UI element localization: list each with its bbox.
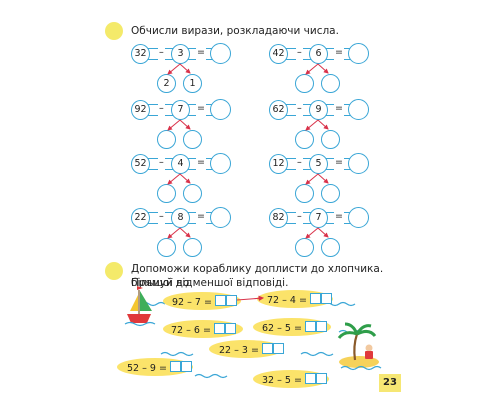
split-circle[interactable]	[321, 184, 340, 203]
task2-instruction-line2: більшої до меншої відповіді.	[131, 277, 289, 289]
answer-box[interactable]	[304, 321, 316, 332]
expression-row3-right: 12 – 5 =	[269, 153, 369, 174]
answer-box[interactable]	[315, 321, 327, 332]
answer-box[interactable]	[225, 295, 237, 306]
exercise: 72 – 4 =	[267, 293, 332, 307]
answer-box[interactable]	[272, 343, 284, 354]
task2-instruction-line1: Допоможи кораблику доплисти до хлопчика.…	[131, 263, 384, 289]
answer-box[interactable]	[304, 373, 316, 384]
split-circle[interactable]	[295, 74, 314, 93]
exercise: 62 – 5 =	[262, 321, 327, 335]
answer-box[interactable]	[169, 361, 181, 372]
expression-row4-left: 22 – 8 =	[131, 207, 231, 228]
expression-row2-right: 62 – 9 =	[269, 99, 369, 120]
task1-instruction: Обчисли вирази, розкладаючи числа.	[131, 25, 339, 37]
expression-row2-left: 92 – 7 =	[131, 99, 231, 120]
split-circle[interactable]	[183, 238, 202, 257]
expression-row1-right: 42 – 6 =	[269, 43, 369, 64]
exercise: 92 – 7 =	[172, 295, 237, 309]
workbook-page: Обчисли вирази, розкладаючи числа. 32 – …	[97, 8, 403, 394]
split-arrows	[167, 63, 329, 239]
split-circle[interactable]	[183, 130, 202, 149]
answer-box[interactable]	[320, 293, 332, 304]
path-arrow	[236, 295, 265, 302]
answer-box[interactable]	[315, 373, 327, 384]
expression-row3-left: 52 – 4 =	[131, 153, 231, 174]
exercise: 72 – 6 =	[171, 323, 236, 337]
exercise: 52 – 9 =	[127, 361, 192, 375]
answer-box[interactable]	[261, 343, 273, 354]
task2-bullet	[105, 262, 123, 280]
answer-box[interactable]	[214, 295, 226, 306]
page-number: 23	[379, 374, 401, 392]
answer-circle[interactable]	[348, 43, 369, 64]
answer-box[interactable]	[180, 361, 192, 372]
split-circle[interactable]	[321, 74, 340, 93]
task1-bullet	[105, 22, 123, 40]
expression-row4-right: 82 – 7 =	[269, 207, 369, 228]
exercise: 32 – 5 =	[262, 373, 327, 387]
sea-scene	[124, 286, 382, 379]
split-circle[interactable]	[157, 184, 176, 203]
split-circle[interactable]	[183, 184, 202, 203]
answer-circle[interactable]	[210, 153, 231, 174]
exercise: 22 – 3 =	[219, 343, 284, 357]
answer-box[interactable]	[309, 293, 321, 304]
answer-circle[interactable]	[348, 99, 369, 120]
split-circle[interactable]	[321, 238, 340, 257]
split-circle[interactable]	[157, 238, 176, 257]
answer-circle[interactable]	[210, 99, 231, 120]
split-circle[interactable]: 2	[157, 74, 176, 93]
answer-box[interactable]	[213, 323, 225, 334]
answer-box[interactable]	[224, 323, 236, 334]
sailboat-icon	[124, 286, 156, 327]
answer-circle[interactable]	[348, 153, 369, 174]
palm-island-icon	[337, 322, 382, 371]
split-circle[interactable]: 1	[183, 74, 202, 93]
split-circle[interactable]	[157, 130, 176, 149]
answer-circle[interactable]	[348, 207, 369, 228]
split-circle[interactable]	[321, 130, 340, 149]
answer-circle[interactable]	[210, 207, 231, 228]
split-circle[interactable]	[295, 184, 314, 203]
split-circle[interactable]	[295, 130, 314, 149]
answer-circle[interactable]	[210, 43, 231, 64]
expression-row1-left: 32 – 3 =	[131, 43, 231, 64]
split-circle[interactable]	[295, 238, 314, 257]
